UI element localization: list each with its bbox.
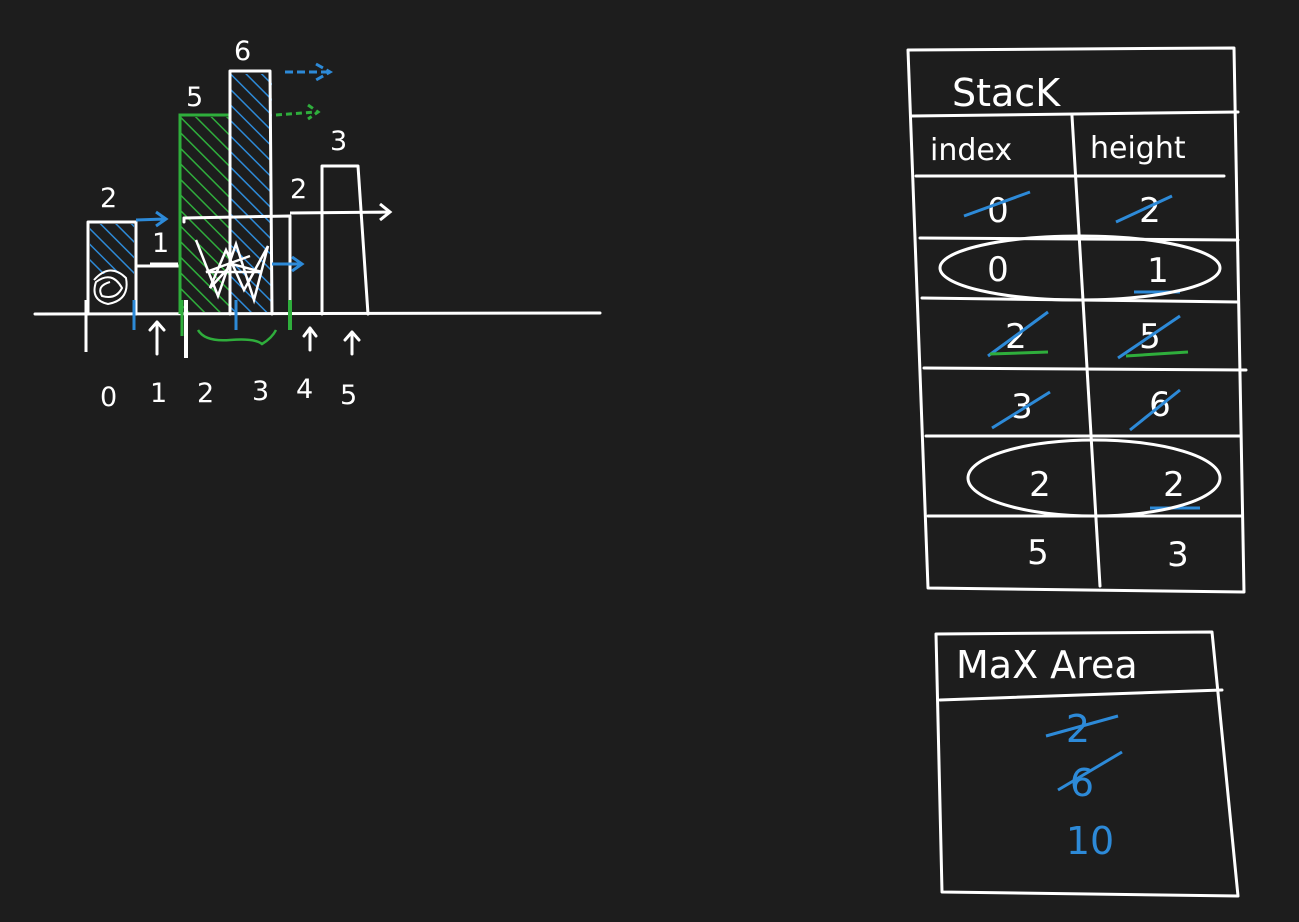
stack-title-divider [910, 110, 1240, 118]
bar-0-hatch [90, 224, 134, 274]
bar-2-height-label: 5 [186, 82, 203, 113]
histogram: 2 1 5 6 2 3 0 1 2 3 4 5 [33, 36, 602, 413]
index-label-5: 5 [340, 380, 357, 411]
stack-header-index: index [930, 133, 1012, 168]
arrow-bar-5 [289, 202, 393, 222]
stack-row-3-index: 3 [1011, 387, 1033, 427]
bar-3-height-label: 6 [234, 36, 251, 67]
up-arrow-index-4 [302, 326, 318, 352]
bar-3 [228, 69, 274, 316]
strike-max-area-value-1 [1057, 750, 1123, 792]
max-area-box: MaX Area 2 6 10 [934, 630, 1240, 898]
strike-row-0-index [963, 190, 1031, 218]
strike-max-area-value-0 [1045, 714, 1119, 738]
stack-table-border [906, 46, 1246, 594]
stack-table: StacK index height 0 2 0 1 2 5 3 6 2 2 5… [906, 46, 1248, 594]
stack-row-5-height: 3 [1167, 535, 1189, 575]
max-area-value-2: 10 [1066, 819, 1114, 863]
stack-row-4-index: 2 [1029, 465, 1051, 505]
bar-1-height-label: 1 [152, 228, 169, 259]
bar-4-height-label: 2 [290, 174, 307, 205]
scribble-bar-2-3 [194, 239, 270, 305]
strike-row-2-index [987, 310, 1049, 358]
width-brace [196, 329, 278, 346]
strike-row-0-height [1115, 194, 1173, 224]
stack-column-divider [1070, 114, 1102, 588]
index-label-0: 0 [100, 382, 117, 413]
stack-row-0-height: 2 [1139, 191, 1161, 231]
arrow-bar-2 [275, 103, 321, 121]
bar-5-height-label: 3 [330, 126, 347, 157]
index-label-4: 4 [296, 374, 313, 405]
stack-row-0-index: 0 [987, 191, 1009, 231]
circle-row-1 [938, 234, 1222, 302]
strike-row-2-height [1117, 314, 1181, 360]
max-area-border [934, 630, 1240, 898]
index-label-1: 1 [150, 378, 167, 409]
histogram-baseline [33, 311, 602, 316]
arrow-bar-0 [135, 210, 169, 228]
max-area-title: MaX Area [956, 643, 1138, 687]
underline-row-2-index [989, 350, 1049, 356]
max-area-title-divider [938, 688, 1224, 702]
underline-row-2-height [1125, 350, 1189, 358]
stack-row-divider-1 [918, 236, 1240, 242]
stack-row-1-index: 0 [987, 250, 1009, 290]
stack-header-height: height [1090, 131, 1186, 166]
arrow-bar-3 [285, 62, 334, 82]
stack-row-divider-3 [922, 366, 1248, 372]
bar-0-height-label: 2 [100, 183, 117, 214]
stack-title: StacK [952, 71, 1061, 115]
scribble-bar-0 [93, 269, 128, 306]
index-label-3: 3 [252, 376, 269, 407]
bar-5 [320, 164, 370, 316]
arrow-bar-4 [272, 255, 305, 273]
bar-0 [86, 220, 138, 316]
up-arrow-index-1 [148, 320, 166, 356]
max-area-value-1: 6 [1070, 761, 1094, 805]
strike-row-3-index [991, 390, 1051, 430]
circle-row-4 [966, 438, 1222, 518]
bar-2 [178, 113, 230, 314]
up-arrow-index-5 [343, 330, 361, 356]
strike-row-3-height [1129, 388, 1181, 432]
stack-row-5-index: 5 [1027, 533, 1049, 573]
bar-2-hatch [180, 117, 230, 312]
stack-row-1-height: 1 [1147, 251, 1169, 291]
index-label-2: 2 [197, 378, 214, 409]
stack-row-4-height: 2 [1163, 465, 1185, 505]
